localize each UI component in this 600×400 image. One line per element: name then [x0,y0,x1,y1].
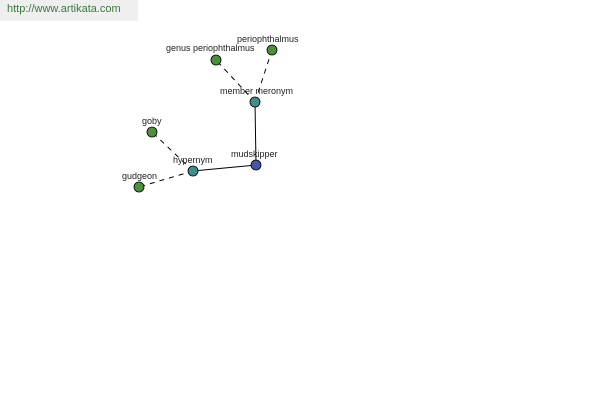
node-hypernym[interactable]: hypernym [173,155,213,177]
node-label: goby [142,116,162,126]
node-label: member meronym [220,86,293,96]
site-url-link[interactable]: http://www.artikata.com [7,3,121,15]
edges-layer [138,49,273,188]
node-circle[interactable] [210,54,222,66]
nodes-layer: mudskipper member meronym hypernym periopht… [122,34,299,193]
node-label: gudgeon [122,171,157,181]
node-member-meronym[interactable]: member meronym [220,86,293,108]
node-label: hypernym [173,155,213,165]
node-circle[interactable] [250,159,262,171]
node-circle[interactable] [249,96,261,108]
node-label: mudskipper [231,149,278,159]
node-goby[interactable]: goby [142,116,162,138]
node-label: periophthalmus [237,34,299,44]
node-mudskipper[interactable]: mudskipper [231,149,278,171]
node-circle[interactable] [187,165,199,177]
node-label: genus periophthalmus [166,43,255,53]
node-circle[interactable] [266,44,278,56]
url-banner: http://www.artikata.com [0,0,138,21]
node-circle[interactable] [146,126,158,138]
node-gudgeon[interactable]: gudgeon [122,171,157,193]
node-genus-periophthalmus[interactable]: genus periophthalmus [166,43,255,66]
node-periophthalmus[interactable]: periophthalmus [237,34,299,56]
edge-mudskipper-to-hypernym [192,164,257,172]
node-circle[interactable] [133,181,145,193]
edge-hypernym-to-goby [151,131,194,172]
edge-mudskipper-to-member-meronym [254,101,257,166]
